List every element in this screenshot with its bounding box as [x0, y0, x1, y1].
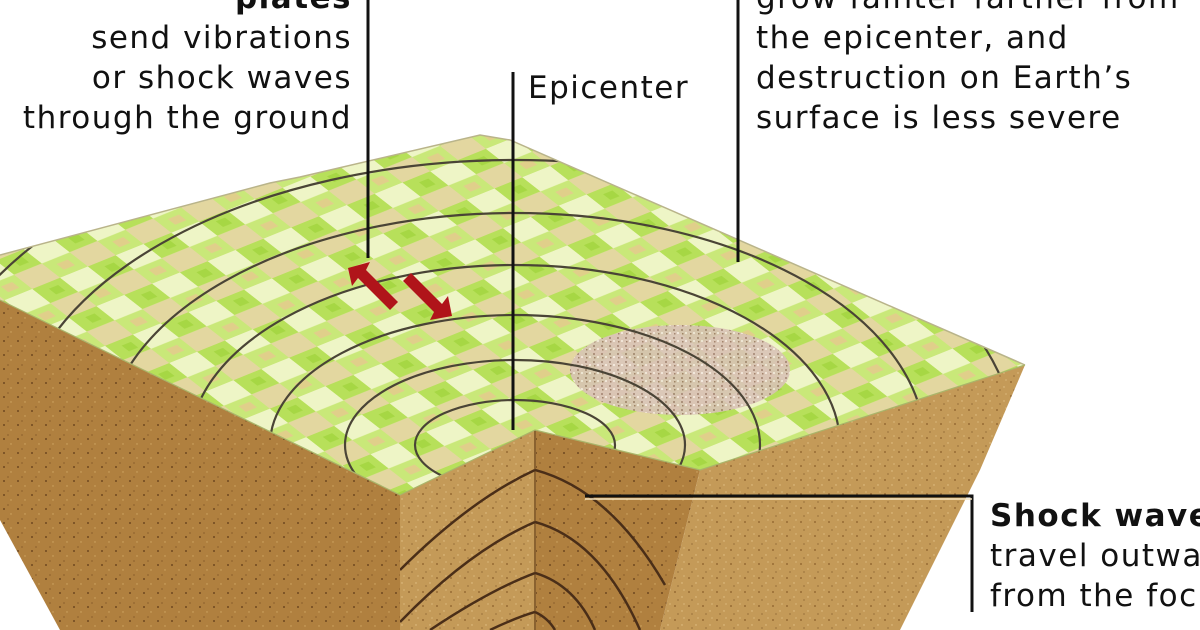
label-shock-line1: travel outward [990, 538, 1200, 574]
town [570, 325, 790, 415]
label-shock-line2: from the focus [990, 578, 1200, 614]
cutaway-face-left [400, 430, 535, 630]
label-intensity: grow fainter farther from the epicenter,… [756, 0, 1180, 138]
label-plates-line1: send vibrations [91, 20, 352, 56]
label-plates-line0: plates [235, 0, 352, 16]
label-epicenter-text: Epicenter [528, 70, 690, 106]
subsurface-shock-waves [400, 468, 667, 630]
label-intensity-line0: grow fainter farther from [756, 0, 1180, 16]
label-intensity-line2: destruction on Earth’s [756, 60, 1133, 96]
label-intensity-line3: surface is less severe [756, 100, 1122, 136]
label-plates-line2: or shock waves [91, 60, 352, 96]
label-shock-waves: Shock waves travel outward from the focu… [990, 496, 1200, 616]
label-epicenter: Epicenter [528, 68, 689, 108]
shock-waves-bracket-line [585, 494, 974, 612]
label-plates-line3: through the ground [22, 100, 352, 136]
label-shock-line0: Shock waves [990, 498, 1200, 534]
label-intensity-line1: the epicenter, and [756, 20, 1069, 56]
plate-motion-arrows-icon [348, 262, 452, 320]
soil-face-left [0, 300, 400, 630]
label-plates: plates send vibrations or shock waves th… [23, 0, 352, 138]
cutaway-face-right [535, 430, 700, 630]
